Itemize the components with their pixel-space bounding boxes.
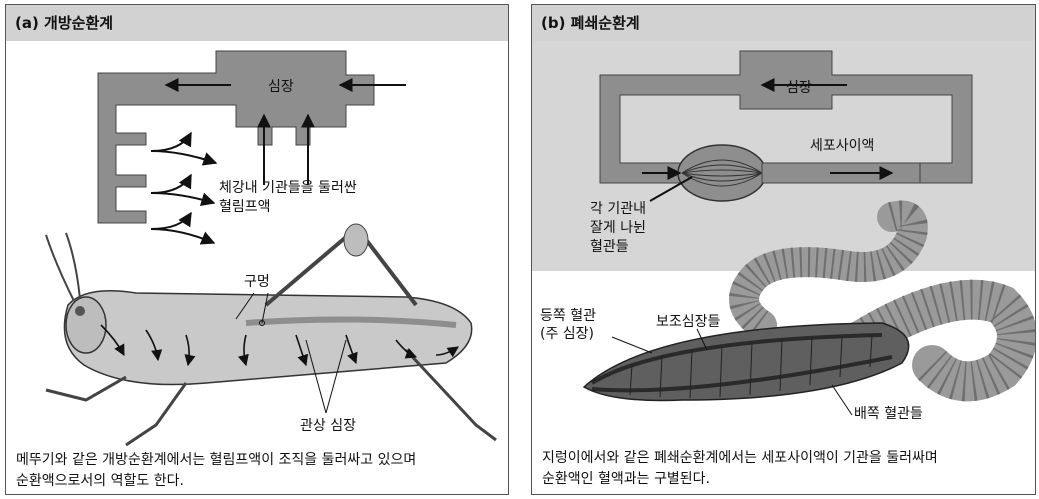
hemolymph-label-line1: 체강내 기관들을 둘러싼 (219, 179, 357, 197)
pore-label: 구멍 (244, 273, 270, 291)
closed-heart-label: 심장 (786, 79, 812, 97)
ventral-vessels-label: 배쪽 혈관들 (854, 405, 923, 423)
panel-b-caption-line2: 순환액인 혈액과는 구별된다. (542, 469, 1028, 490)
capillary-bed (678, 145, 766, 201)
panel-a-caption-line2: 순환액으로서의 역할도 한다. (16, 471, 502, 492)
interstitial-fluid-label: 세포사이액 (810, 137, 874, 155)
open-circulation-diagram (6, 5, 508, 494)
dorsal-vessel-label-line2: (주 심장) (540, 325, 594, 343)
panel-a-caption-line1: 메뚜기와 같은 개방순환계에서는 혈림프액이 조직을 둘러싸고 있으며 (16, 450, 502, 471)
open-circulation-panel: (a) 개방순환계 (5, 4, 509, 495)
panel-b-caption-line1: 지렁이에서와 같은 폐쇄순환계에서는 세포사이액이 기관을 둘러싸며 (542, 448, 1028, 469)
vessels-label-line2: 잘게 나뉜 (590, 219, 646, 237)
closed-circulation-panel: (b) 폐쇄순환계 (531, 4, 1036, 495)
auxiliary-hearts-label: 보조심장들 (656, 313, 720, 331)
dorsal-vessel-label-line1: 등쪽 혈관 (540, 307, 596, 325)
grasshopper-illustration (46, 224, 496, 445)
earthworm-illustration (584, 215, 1017, 415)
hemolymph-label-line2: 혈림프액 (219, 198, 271, 216)
vessels-label-line1: 각 기관내 (590, 200, 646, 218)
tubular-heart-label: 관상 심장 (300, 417, 356, 435)
vessels-label-line3: 혈관들 (590, 238, 629, 256)
open-heart-label: 심장 (268, 78, 294, 96)
